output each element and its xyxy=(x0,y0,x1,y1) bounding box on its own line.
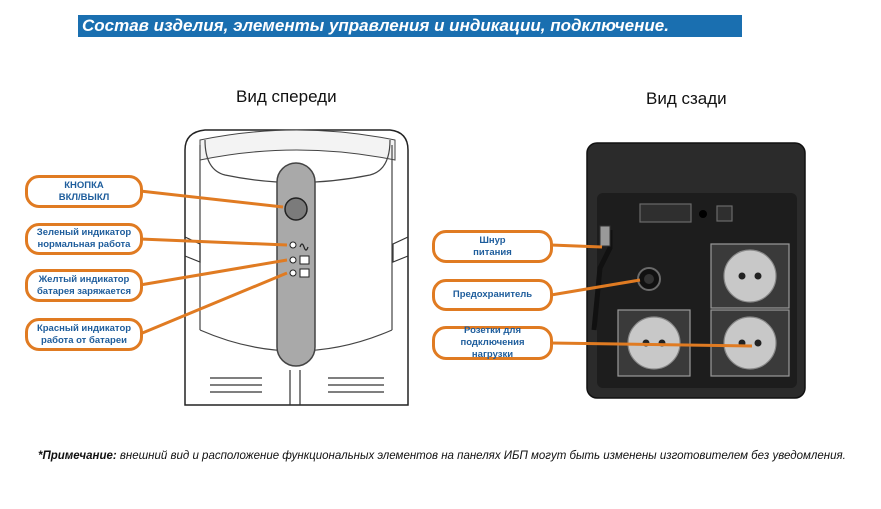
footnote-prefix: *Примечание: xyxy=(38,450,117,462)
power-button-icon xyxy=(284,197,308,221)
callout-power-cord: Шнур питания xyxy=(432,230,553,263)
leader-sockets xyxy=(550,341,753,348)
callout-fuse: Предохранитель xyxy=(432,279,553,311)
footnote-text: внешний вид и расположение функциональны… xyxy=(116,450,846,462)
battery-charge-icon xyxy=(299,255,310,265)
page-title: Состав изделия, элементы управления и ин… xyxy=(78,15,742,37)
socket-bottom-right-icon xyxy=(710,309,790,377)
red-led-icon xyxy=(289,269,297,277)
front-view-label: Вид спереди xyxy=(236,87,337,106)
socket-top-right-icon xyxy=(710,243,790,309)
leader-fuse xyxy=(550,278,641,297)
callout-power-button: КНОПКА ВКЛ/ВЫКЛ xyxy=(25,175,143,208)
green-led-icon xyxy=(289,241,297,249)
ups-front-body xyxy=(184,129,409,406)
leader-red-led xyxy=(139,271,288,336)
yellow-led-icon xyxy=(289,256,297,264)
callout-green-indicator: Зеленый индикатор нормальная работа xyxy=(25,223,143,255)
footnote: *Примечание: внешний вид и расположение … xyxy=(38,448,858,464)
sine-wave-icon xyxy=(299,243,309,251)
leader-yellow-led xyxy=(139,258,288,287)
leader-power-cord xyxy=(550,243,603,249)
battery-mode-icon xyxy=(299,268,310,278)
leader-power-button xyxy=(139,189,284,209)
callout-sockets: Розетки для подключения нагрузки xyxy=(432,325,553,360)
callout-red-indicator: Красный индикатор работа от батареи xyxy=(25,318,143,351)
leader-green-led xyxy=(139,237,288,247)
callout-yellow-indicator: Желтый индикатор батарея заряжается xyxy=(25,269,143,302)
rear-view-label: Вид сзади xyxy=(646,89,727,108)
